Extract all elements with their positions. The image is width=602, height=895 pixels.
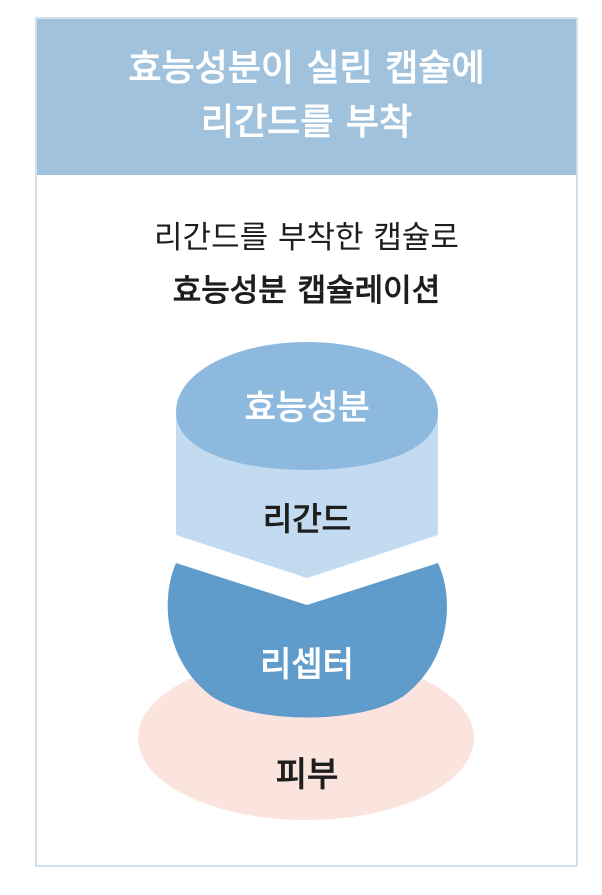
ligand-label: 리간드 xyxy=(263,500,351,538)
subtitle-line1: 리간드를 부착한 캡슐로 xyxy=(154,220,459,256)
receptor-label: 리셉터 xyxy=(260,645,354,685)
header-title-line2: 리간드를 부착 xyxy=(200,102,413,143)
skin-label: 피부 xyxy=(276,755,339,795)
subtitle-line2: 효능성분 캡슐레이션 xyxy=(172,273,441,309)
receptor-shape xyxy=(167,563,448,718)
header-title-line1: 효능성분이 실린 캡슐에 xyxy=(128,48,485,89)
capsule-top xyxy=(176,342,438,470)
active-ingredient-label: 효능성분 xyxy=(244,388,369,428)
header-band xyxy=(37,19,576,175)
